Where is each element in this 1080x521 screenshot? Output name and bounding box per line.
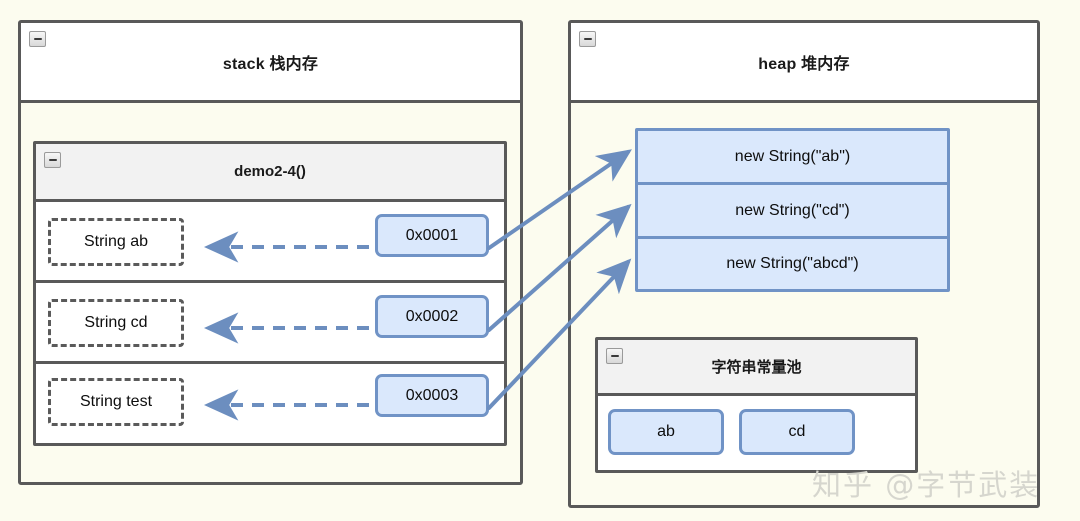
variable-box: String ab [48, 218, 184, 266]
address-box[interactable]: 0x0003 [375, 374, 489, 417]
pool-entry[interactable]: cd [739, 409, 855, 455]
list-item[interactable]: new String("cd") [638, 185, 947, 239]
stack-panel-title: stack 栈内存 [222, 55, 319, 73]
stack-frame-group: demo2-4() String ab 0x0001 String cd 0x0… [33, 141, 507, 446]
variable-label: String cd [84, 314, 148, 331]
collapse-icon[interactable] [29, 31, 46, 47]
address-label: 0x0002 [405, 307, 459, 325]
address-box[interactable]: 0x0001 [375, 214, 489, 257]
heap-object-label: new String("cd") [735, 201, 850, 219]
variable-box: String cd [48, 299, 184, 347]
table-row: String test 0x0003 [36, 364, 504, 441]
address-label: 0x0001 [405, 226, 459, 244]
string-pool-title: 字符串常量池 [711, 359, 802, 376]
watermark: 知乎 @字节武装 [812, 468, 1041, 502]
collapse-icon[interactable] [579, 31, 596, 47]
collapse-icon[interactable] [606, 348, 623, 364]
stack-frame-title: demo2-4() [234, 163, 306, 180]
heap-object-label: new String("ab") [734, 147, 851, 165]
heap-object-list: new String("ab") new String("cd") new St… [635, 128, 950, 292]
stack-panel-header: stack 栈内存 [21, 23, 520, 103]
string-pool-group: 字符串常量池 ab cd [595, 337, 918, 473]
list-item[interactable]: new String("abcd") [638, 239, 947, 289]
pool-entry-label: ab [657, 423, 675, 440]
pool-entry-label: cd [788, 423, 806, 440]
address-box[interactable]: 0x0002 [375, 295, 489, 338]
table-row: String ab 0x0001 [36, 202, 504, 283]
string-pool-header: 字符串常量池 [598, 340, 915, 396]
pool-entry[interactable]: ab [608, 409, 724, 455]
stack-panel: stack 栈内存 demo2-4() String ab 0x0001 Str [18, 20, 523, 485]
variable-box: String test [48, 378, 184, 426]
variable-label: String ab [83, 233, 149, 250]
table-row: String cd 0x0002 [36, 283, 504, 364]
list-item[interactable]: new String("ab") [638, 131, 947, 185]
heap-panel-title: heap 堆内存 [758, 55, 850, 73]
heap-object-label: new String("abcd") [726, 255, 859, 272]
collapse-icon[interactable] [44, 152, 61, 168]
stack-frame-header: demo2-4() [36, 144, 504, 202]
address-label: 0x0003 [405, 386, 459, 404]
variable-label: String test [79, 393, 153, 410]
heap-panel: heap 堆内存 new String("ab") new String("cd… [568, 20, 1040, 508]
heap-panel-header: heap 堆内存 [571, 23, 1037, 103]
